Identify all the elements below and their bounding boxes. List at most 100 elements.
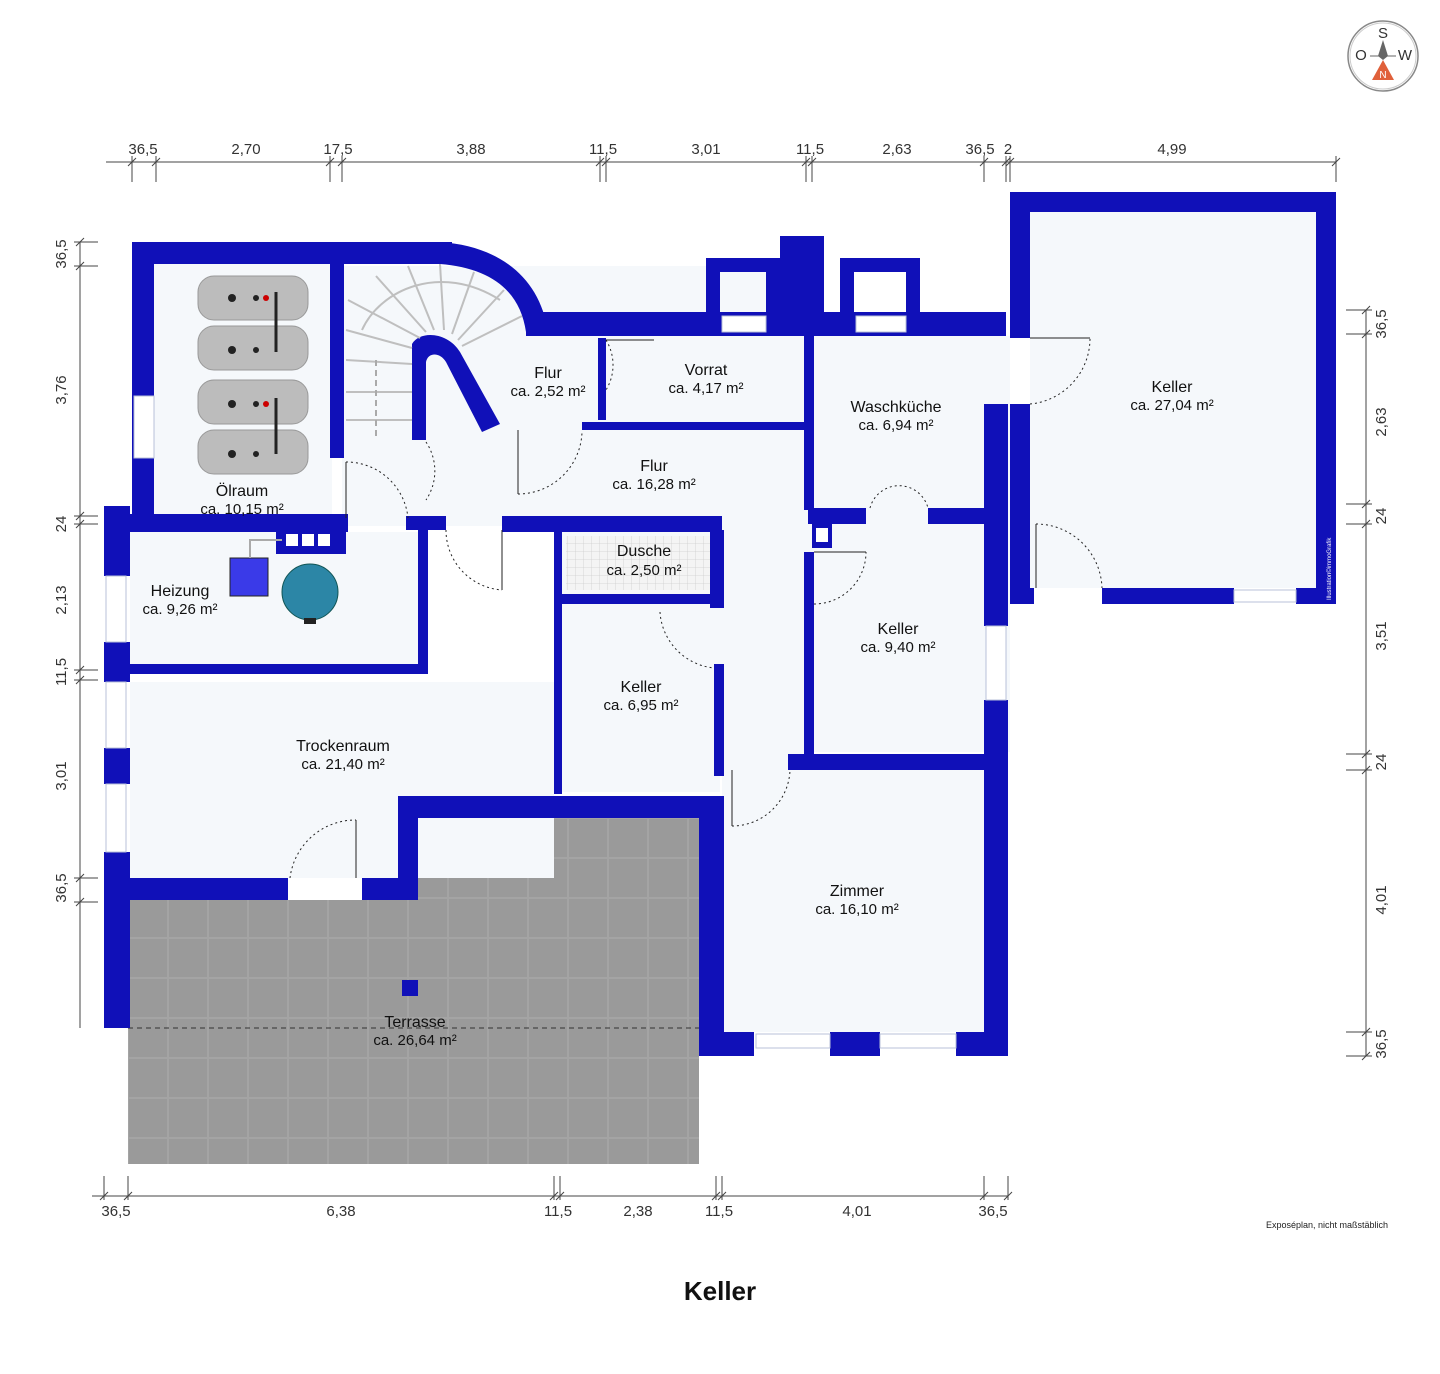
doors bbox=[289, 337, 1103, 879]
dim-bottom-label: 11,5 bbox=[544, 1203, 572, 1220]
dim-bottom-label: 2,38 bbox=[623, 1203, 652, 1220]
room-name: Keller bbox=[621, 679, 663, 696]
room-area: ca. 27,04 m² bbox=[1130, 397, 1213, 414]
room-area: ca. 6,94 m² bbox=[858, 417, 933, 434]
dim-left-label: 36,5 bbox=[53, 873, 70, 902]
room-area: ca. 10,15 m² bbox=[200, 501, 283, 518]
dimension-tick bbox=[337, 157, 347, 167]
dim-top-label: 17,5 bbox=[323, 141, 352, 158]
room-name: Vorrat bbox=[685, 362, 728, 379]
compass-n: N bbox=[1379, 70, 1386, 81]
dim-top-label: 11,5 bbox=[589, 141, 617, 158]
dimension-tick bbox=[549, 1191, 559, 1201]
dimensions-right: 36,5 2,63 24 3,51 24 4,01 36,5 bbox=[1373, 309, 1390, 1058]
dimension-tick bbox=[1361, 499, 1371, 509]
room-name: Zimmer bbox=[830, 883, 885, 900]
dimension-tick bbox=[75, 665, 85, 675]
dim-right-label: 3,51 bbox=[1373, 621, 1390, 650]
room-area: ca. 9,40 m² bbox=[860, 639, 935, 656]
dim-top-label: 36,5 bbox=[965, 141, 994, 158]
dimension-tick bbox=[75, 519, 85, 529]
dimensions-top: 36,5 2,70 17,5 3,88 11,5 3,01 11,5 2,63 … bbox=[128, 141, 1186, 158]
dimension-tick bbox=[1003, 1191, 1013, 1201]
dimension-tick bbox=[711, 1191, 721, 1201]
dimension-tick bbox=[75, 237, 85, 247]
dim-top-label: 2,70 bbox=[231, 141, 260, 158]
dim-bottom-label: 6,38 bbox=[326, 1203, 355, 1220]
room-name: Flur bbox=[640, 458, 668, 475]
dim-top-label: 2,63 bbox=[882, 141, 911, 158]
dimension-tick bbox=[1361, 1051, 1371, 1061]
dim-top-label: 3,01 bbox=[691, 141, 720, 158]
room-area: ca. 16,10 m² bbox=[815, 901, 898, 918]
dimension-ticks bbox=[74, 156, 1372, 1201]
dim-left-label: 3,01 bbox=[53, 761, 70, 790]
dim-bottom-label: 4,01 bbox=[842, 1203, 871, 1220]
room-name: Waschküche bbox=[851, 399, 942, 416]
room-area: ca. 2,52 m² bbox=[510, 383, 585, 400]
dimension-tick bbox=[325, 157, 335, 167]
illustration-credit: Illustration©immoGrafik bbox=[1326, 537, 1333, 600]
dim-right-label: 2,63 bbox=[1373, 407, 1390, 436]
compass-icon: S W O N bbox=[1347, 20, 1419, 92]
scale-note: Exposéplan, nicht maßstäblich bbox=[1265, 1220, 1388, 1230]
dim-right-label: 4,01 bbox=[1373, 885, 1390, 914]
dim-right-label: 36,5 bbox=[1373, 309, 1390, 338]
dim-right-label: 36,5 bbox=[1373, 1029, 1390, 1058]
dim-top-label: 3,88 bbox=[456, 141, 485, 158]
room-area: ca. 9,26 m² bbox=[142, 601, 217, 618]
room-name: Trockenraum bbox=[296, 738, 390, 755]
dimension-tick bbox=[75, 675, 85, 685]
dimension-tick bbox=[127, 157, 137, 167]
dimension-tick bbox=[801, 157, 811, 167]
dimension-tick bbox=[75, 873, 85, 883]
dimension-tick bbox=[151, 157, 161, 167]
dimension-lines bbox=[79, 161, 1367, 1197]
dimension-tick bbox=[1001, 157, 1011, 167]
dim-bottom-label: 36,5 bbox=[978, 1203, 1007, 1220]
dimension-tick bbox=[601, 157, 611, 167]
dimension-tick bbox=[595, 157, 605, 167]
dimension-tick bbox=[75, 897, 85, 907]
room-labels: Ölraum ca. 10,15 m² Flur ca. 2,52 m² Vor… bbox=[142, 362, 1213, 1049]
spiral-stairs bbox=[345, 263, 523, 436]
heating-equipment bbox=[229, 539, 339, 624]
dimension-tick bbox=[1331, 157, 1341, 167]
dim-left-label: 24 bbox=[53, 516, 70, 533]
room-area: ca. 2,50 m² bbox=[606, 562, 681, 579]
dim-top-label: 11,5 bbox=[796, 141, 824, 158]
dim-top-label: 2 bbox=[1004, 141, 1012, 158]
room-area: ca. 16,28 m² bbox=[612, 476, 695, 493]
dimensions-left: 36,5 3,76 24 2,13 11,5 3,01 36,5 bbox=[53, 239, 70, 902]
room-area: ca. 21,40 m² bbox=[301, 756, 384, 773]
room-name: Dusche bbox=[617, 543, 671, 560]
room-name: Flur bbox=[534, 365, 562, 382]
room-area: ca. 4,17 m² bbox=[668, 380, 743, 397]
compass-w: W bbox=[1398, 47, 1413, 64]
dim-right-label: 24 bbox=[1373, 508, 1390, 525]
room-name: Terrasse bbox=[384, 1014, 445, 1031]
compass-o: O bbox=[1355, 47, 1367, 64]
dimension-tick bbox=[1005, 157, 1015, 167]
dim-bottom-label: 11,5 bbox=[705, 1203, 733, 1220]
dimension-tick bbox=[979, 157, 989, 167]
room-area: ca. 6,95 m² bbox=[603, 697, 678, 714]
dimension-tick bbox=[717, 1191, 727, 1201]
room-name: Keller bbox=[1152, 379, 1194, 396]
plan-title: Keller bbox=[683, 1276, 757, 1306]
room-area: ca. 26,64 m² bbox=[373, 1032, 456, 1049]
dimension-tick bbox=[555, 1191, 565, 1201]
dimension-tick bbox=[807, 157, 817, 167]
room-name: Heizung bbox=[151, 583, 210, 600]
dim-left-label: 2,13 bbox=[53, 585, 70, 614]
dimension-tick bbox=[75, 511, 85, 521]
dim-bottom-label: 36,5 bbox=[101, 1203, 130, 1220]
room-name: Ölraum bbox=[216, 482, 268, 500]
dim-top-label: 36,5 bbox=[128, 141, 157, 158]
dimension-tick bbox=[1361, 749, 1371, 759]
oil-tanks bbox=[197, 275, 309, 475]
dim-left-label: 11,5 bbox=[53, 658, 70, 686]
dimensions-bottom: 36,5 6,38 11,5 2,38 11,5 4,01 36,5 bbox=[101, 1203, 1007, 1220]
dimension-tick bbox=[1361, 329, 1371, 339]
